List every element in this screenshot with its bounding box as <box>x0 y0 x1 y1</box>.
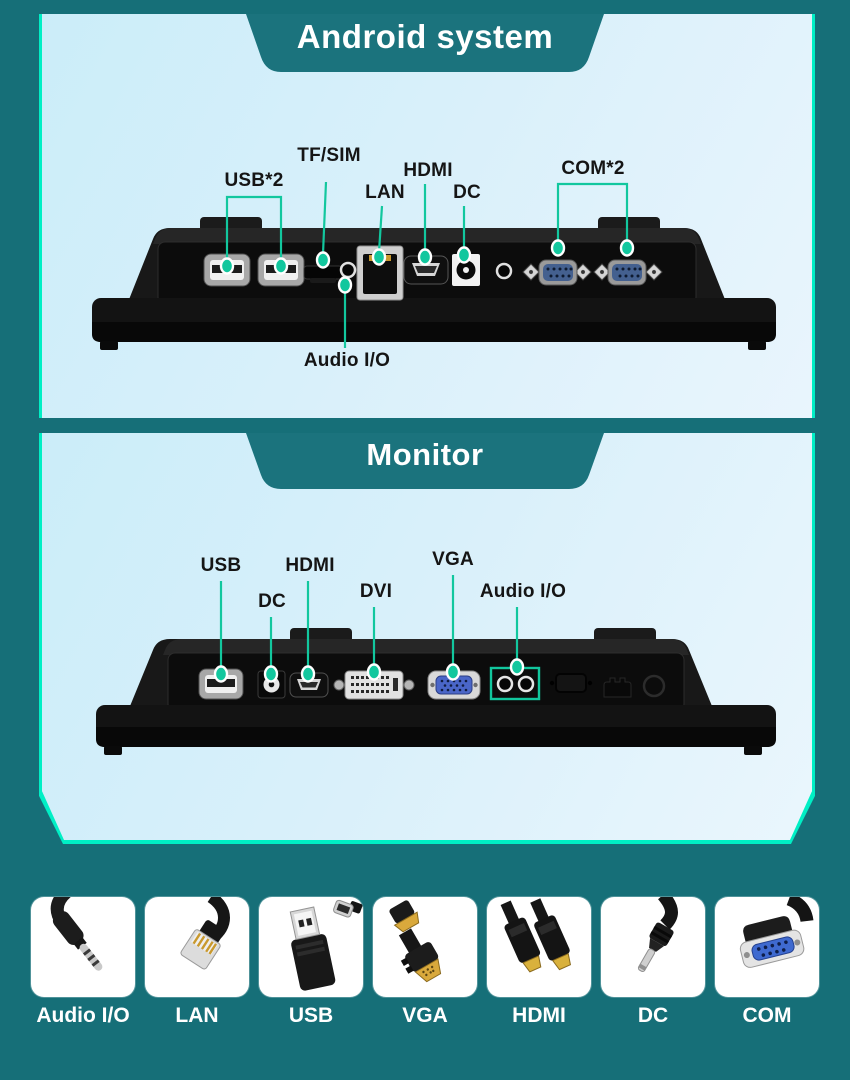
label-vga: VGA <box>432 549 474 570</box>
label-audio-monitor: Audio I/O <box>479 581 567 602</box>
monitor-panel-frame: Monitor <box>39 433 815 844</box>
usb-connector-icon <box>289 899 363 991</box>
legend-card-usb <box>259 897 363 997</box>
audio-jacks-monitor <box>491 668 539 699</box>
hdmi-connector-icon <box>500 898 572 973</box>
monitor-device-rear-illustration <box>42 433 812 840</box>
legend-label-lan: LAN <box>175 1004 219 1027</box>
legend-label-audio: Audio I/O <box>36 1004 130 1027</box>
legend-card-hdmi <box>487 897 591 997</box>
callout-dots <box>219 239 635 294</box>
monitor-section-title: Monitor <box>366 437 484 472</box>
audio-jack-1 <box>339 261 357 279</box>
legend-card-com <box>715 897 819 997</box>
label-com2: COM*2 <box>561 158 625 179</box>
label-usb2: USB*2 <box>224 170 284 191</box>
label-tf-sim: TF/SIM <box>297 145 361 166</box>
legend-label-hdmi: HDMI <box>512 1004 566 1027</box>
audio-plug-icon <box>50 897 103 971</box>
android-device-rear-illustration <box>92 181 776 350</box>
vga-connector-icon <box>389 900 442 983</box>
blanked-port-cutout <box>550 674 592 692</box>
legend-label-dc: DC <box>637 1004 669 1027</box>
legend-card-vga <box>373 897 477 997</box>
android-section-title: Android system <box>296 18 554 55</box>
label-dc-android: DC <box>453 182 481 203</box>
monitor-banner: Monitor <box>246 433 604 491</box>
label-usb-monitor: USB <box>200 555 242 576</box>
tf-sim-slot <box>303 265 343 283</box>
blanked-lan-cutout <box>604 678 631 697</box>
com-port-2 <box>607 259 647 286</box>
screw-diamonds <box>522 263 663 281</box>
legend-card-audio <box>31 897 135 997</box>
android-panel: Android system <box>42 14 812 418</box>
lan-connector-icon <box>180 897 230 970</box>
label-dc-monitor: DC <box>258 591 286 612</box>
monitor-panel: Monitor <box>42 433 812 840</box>
hdmi-port-android <box>403 255 449 285</box>
legend-label-usb: USB <box>288 1004 334 1027</box>
vga-port <box>428 671 480 699</box>
label-dvi: DVI <box>359 581 393 602</box>
dc-plug-icon <box>637 897 678 972</box>
legend-card-dc <box>601 897 705 997</box>
label-audio-android: Audio I/O <box>303 350 391 371</box>
usb-port-monitor <box>199 669 243 699</box>
com-connector-icon <box>739 897 814 968</box>
label-hdmi-monitor: HDMI <box>285 555 335 576</box>
label-lan: LAN <box>365 182 405 203</box>
legend-card-lan <box>145 897 249 997</box>
dc-port-android <box>452 254 480 286</box>
dvi-port <box>334 671 414 699</box>
callout-lines <box>221 575 517 671</box>
audio-jack-2 <box>495 262 513 280</box>
legend-label-vga: VGA <box>402 1004 448 1027</box>
android-banner: Android system <box>246 14 604 72</box>
com-port-1 <box>538 259 578 286</box>
label-hdmi-android: HDMI <box>403 160 453 181</box>
legend-label-com: COM <box>742 1004 792 1027</box>
banner-shape <box>246 433 604 491</box>
hdmi-port-monitor <box>290 673 328 697</box>
callout-dots <box>215 660 523 682</box>
banner-shape <box>246 14 604 72</box>
android-panel-frame: Android system <box>39 14 815 418</box>
callout-lines <box>225 181 629 348</box>
power-button-cutout <box>644 676 664 696</box>
